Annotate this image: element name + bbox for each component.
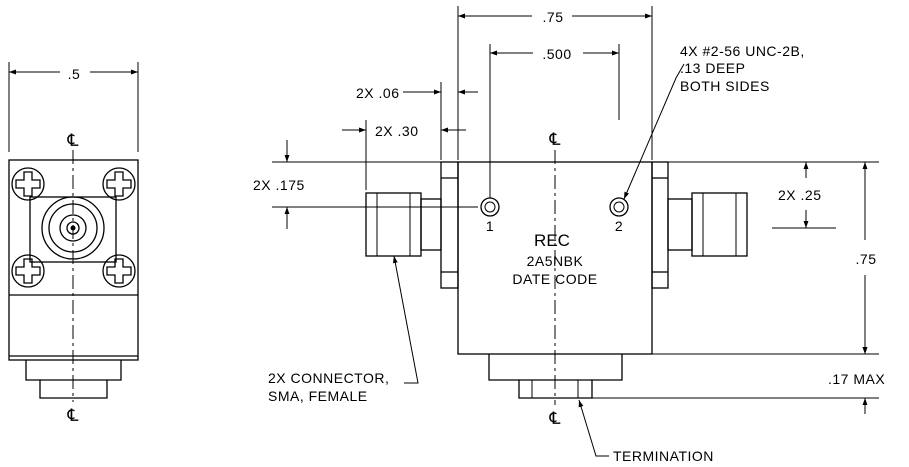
port-label-2: 2 (615, 218, 623, 234)
left-flange (440, 161, 459, 289)
thread-note: 4X #2-56 UNC-2B, .13 DEEP BOTH SIDES (623, 43, 805, 200)
left-sma-connector (365, 192, 442, 257)
connector-note-line-2: SMA, FEMALE (268, 388, 368, 404)
dim-flange-width: 2X .06 (356, 82, 478, 160)
dim-termination-height: .17 MAX (592, 340, 885, 414)
dim-side-width-label: .5 (68, 66, 81, 82)
dim-connector-height-label: 2X .175 (253, 177, 305, 193)
arrow-icon (392, 255, 419, 384)
dim-flange-width-label: 2X .06 (356, 85, 399, 101)
brand-label: REC (534, 231, 570, 250)
mounting-screw-icon (11, 167, 45, 201)
mounting-screw-icon (102, 167, 136, 201)
dim-hole-spacing: .500 (489, 44, 620, 198)
termination-note: TERMINATION (578, 399, 714, 464)
dim-termination-height-label: .17 MAX (828, 371, 885, 387)
centerline-symbol-bottom: ℄ (67, 406, 79, 425)
dim-overall-height-label: .75 (856, 251, 877, 267)
side-view: .5 ℄ ℄ (8, 62, 139, 425)
dim-connector-offset-label: 2X .30 (375, 123, 418, 139)
dim-connector-offset: 2X .30 (342, 120, 466, 190)
dim-connector-height: 2X .175 (253, 140, 478, 229)
thread-note-line-3: BOTH SIDES (680, 78, 770, 94)
thread-note-line-2: .13 DEEP (680, 60, 745, 76)
dim-side-width: .5 (8, 62, 139, 152)
tapped-hole-icon (609, 197, 629, 217)
part-number-label: 2A5NBK (527, 253, 584, 269)
side-view-termination (25, 360, 122, 399)
dim-hole-height: 2X .25 (668, 161, 879, 229)
centerline-symbol-top: ℄ (67, 131, 79, 150)
right-sma-connector (667, 192, 748, 257)
dim-hole-spacing-label: .500 (542, 46, 571, 62)
mounting-screw-icon (11, 254, 45, 288)
tapped-hole-icon (480, 197, 500, 217)
sma-jack-icon (29, 196, 117, 263)
arrow-icon (623, 63, 685, 200)
centerline-symbol-top: ℄ (549, 130, 561, 149)
dim-overall-width-label: .75 (543, 9, 564, 25)
arrow-icon (578, 399, 609, 457)
right-flange (651, 161, 669, 289)
thread-note-line-1: 4X #2-56 UNC-2B, (680, 43, 805, 59)
connector-note: 2X CONNECTOR, SMA, FEMALE (268, 255, 419, 404)
connector-note-line-1: 2X CONNECTOR, (268, 370, 389, 386)
front-view: ℄ ℄ 1 2 REC 2A5NBK DATE CODE (365, 130, 748, 428)
termination-note-label: TERMINATION (613, 448, 714, 464)
mounting-screw-icon (102, 254, 136, 288)
dim-hole-height-label: 2X .25 (778, 187, 821, 203)
dim-overall-height: .75 (652, 162, 879, 355)
centerline-symbol-bottom: ℄ (549, 409, 561, 428)
port-label-1: 1 (486, 218, 494, 234)
date-code-label: DATE CODE (512, 271, 597, 287)
